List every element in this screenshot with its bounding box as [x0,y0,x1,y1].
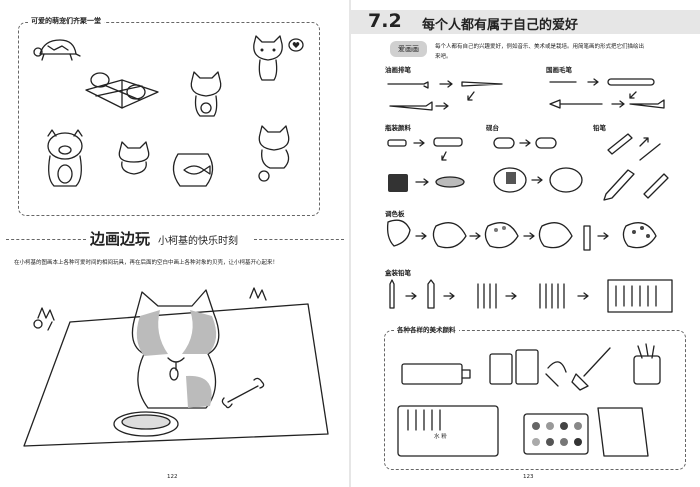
page-number-right: 123 [523,474,534,480]
pets-section-title: 可爱的萌宠们齐聚一堂 [28,16,104,26]
pencil-icon [603,133,669,201]
paint-tube-icon [397,343,661,457]
blanket-pets-icon [85,72,159,109]
boxed-pencils-icon [389,279,673,313]
instruction-text: 在小柯基的图画本上各种可爱时间的相间玩具，再在后面的空白中画上各种对象的贝壳，让… [14,260,279,266]
label-bottled-paint: 瓶装颜料 [385,124,411,132]
pets-section-box [18,22,320,216]
right-page: 7.2 每个人都有属于自己的爱好 爱画画 每个人都有自己的兴趣爱好，例如音乐、美… [350,0,700,487]
banner-rule-left [6,239,86,240]
inkstone-icon [493,137,583,193]
paint-box-label: 水 粉 [434,434,447,440]
banner-title: 边画边玩 [90,230,151,248]
label-oil-brush: 油画排笔 [385,66,411,74]
label-pencil: 铅笔 [593,124,606,132]
palette-icon [386,219,657,251]
bone-icon [221,377,265,409]
paints-section-box [384,330,686,470]
banner-subtitle: 小柯基的快乐时刻 [158,236,238,247]
cat-sitting-icon [118,141,150,175]
chapter-bar [350,10,700,34]
banner-rule-right [254,239,344,240]
dog-corgi-icon [131,289,220,409]
heart-bubble-icon [288,38,304,52]
page-number-left: 122 [167,474,178,480]
label-chinese-brush: 国画毛笔 [546,66,572,74]
brush-icon [387,80,503,111]
pig-icon [47,129,83,187]
chapter-title: 每个人都有属于自己的爱好 [422,18,579,33]
label-boxed-pencils: 盒装铅笔 [385,269,411,277]
cat-icon [253,35,283,81]
cat-raccoon-icon [190,71,222,117]
page-gutter [349,0,351,487]
fishbowl-icon [172,153,214,187]
paint-bottle-icon [387,137,465,192]
corgi-scene [23,287,329,447]
left-page: 可爱的萌宠们齐聚一堂 [6,16,344,480]
turtle-icon [33,39,81,61]
label-various-paints: 各种各样的美术颜料 [394,324,459,334]
label-palette: 调色板 [385,210,405,218]
cat-playing-icon [258,125,290,182]
chapter-number: 7.2 [368,10,402,32]
intro-tag: 爱画画 [390,41,427,57]
intro-text-line2: 来吧。 [435,54,452,60]
chinese-brush-icon [549,78,665,109]
label-inkstone: 砚台 [486,124,499,132]
intro-text-line1: 每个人都有自己的兴趣爱好，例如音乐、美术或是栽培。用简笔画的形式把它们描绘出 [435,44,645,50]
bowl-icon [113,411,179,437]
